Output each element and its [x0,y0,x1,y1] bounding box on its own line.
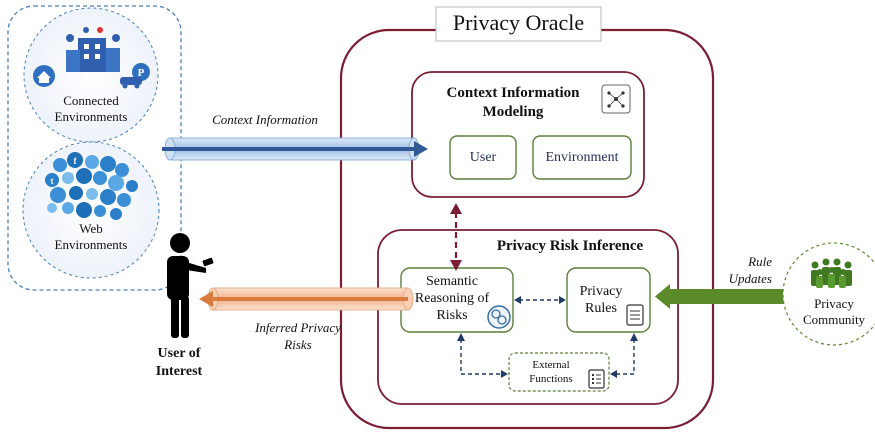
environment-label: Environment [545,150,619,165]
city-icon [66,27,120,72]
user-of-interest-label: User of Interest [155,346,203,379]
svg-text:P: P [138,67,145,79]
privacy-oracle-title-box [435,6,602,42]
context-modeling-title: Context Information Modeling [446,85,580,120]
connected-environments-circle [23,7,159,143]
privacy-community-circle [782,242,875,346]
user-box [449,135,517,180]
external-functions-label: External Functions [529,359,573,385]
user-label: User [469,150,497,165]
external-connectors [460,339,635,375]
social-cloud-icon: f t [45,152,138,220]
list-document-icon [588,369,605,389]
privacy-community-label: Privacy Community [802,296,866,327]
home-icon [33,65,55,87]
semantic-reasoning-label: Semantic Reasoning of Risks [414,274,490,323]
person-silhouette-icon [167,233,214,338]
database-network-icon [601,84,631,114]
svg-text:t: t [51,176,54,186]
car-icon [120,77,142,89]
privacy-rules-label: Privacy Rules [579,284,623,316]
rule-updates-label: Rule Updates [728,254,772,286]
environment-box [532,135,632,180]
external-functions-box [508,352,610,392]
inferred-privacy-risks-arrow [199,287,414,311]
rules-database-icon [626,304,644,326]
context-information-label: Context Information [212,112,318,127]
risk-inference-title: Privacy Risk Inference [496,238,644,254]
rule-updates-arrow [655,284,786,309]
svg-text:f: f [74,156,78,166]
context-information-arrow [162,137,428,161]
reasoning-icon [487,305,511,329]
people-group-icon [811,258,852,288]
privacy-oracle-title: Privacy Oracle [452,10,585,35]
parking-icon: P [132,63,150,81]
inferred-privacy-risks-label: Inferred Privacy Risks [255,320,341,352]
